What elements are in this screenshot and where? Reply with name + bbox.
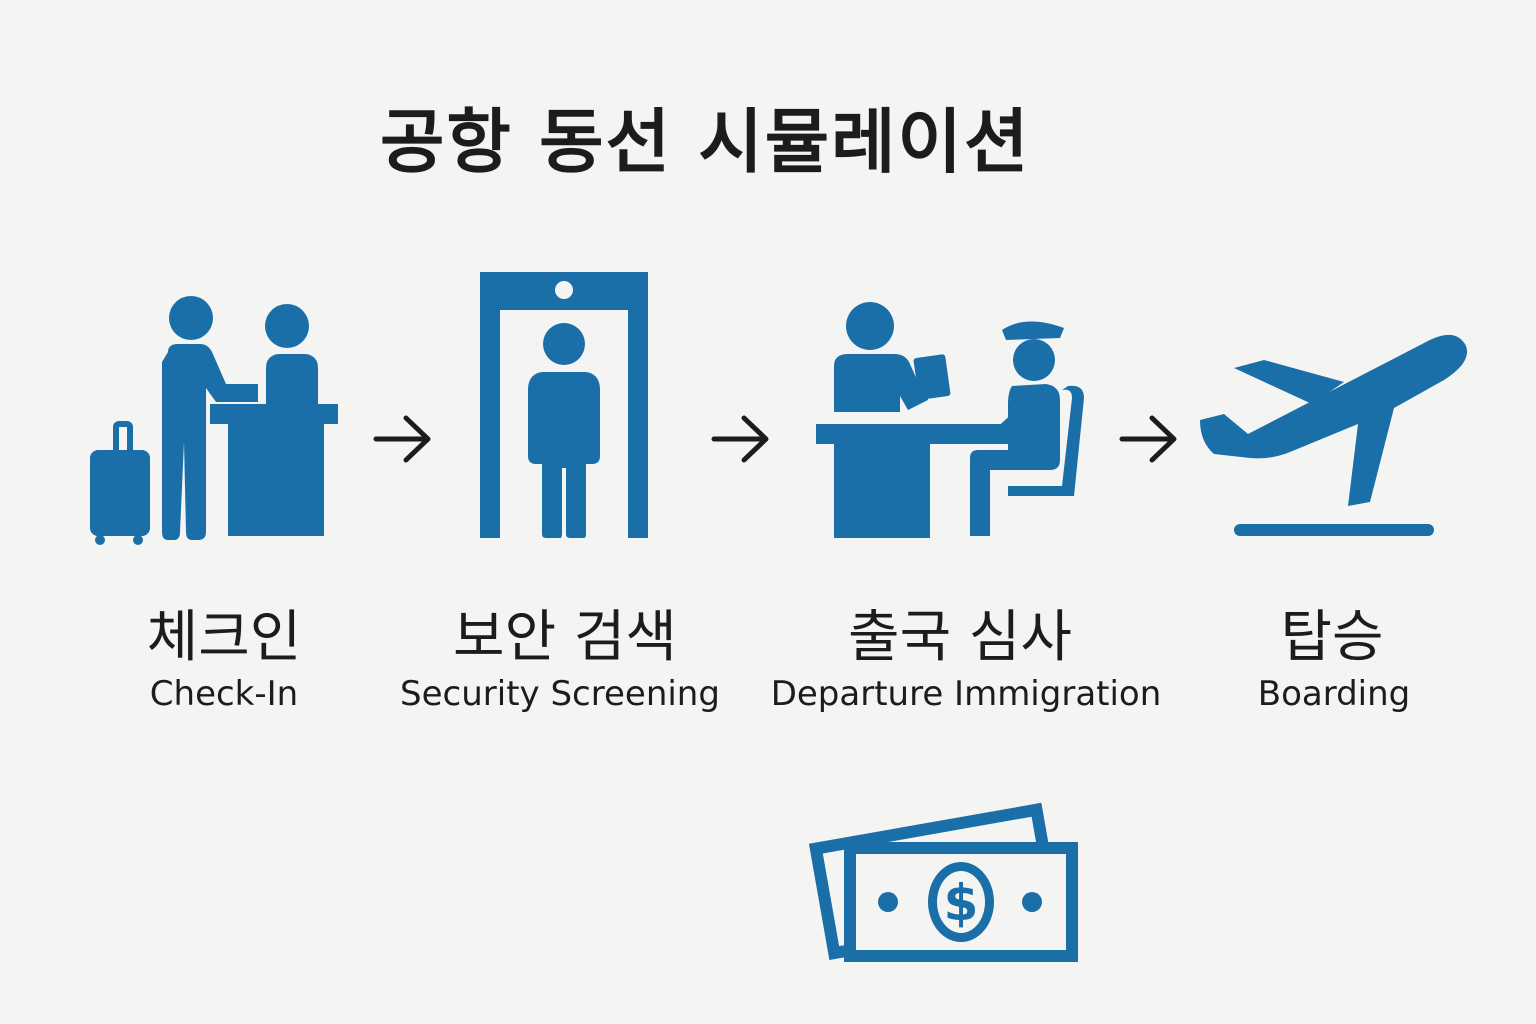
arrow-right-icon [710,412,774,470]
step-label-ko: 출국 심사 [848,605,1072,670]
page-title: 공항 동선 시뮬레이션 [380,101,1031,183]
step-label-en: Check-In [149,674,299,714]
check-in-counter-icon [88,292,348,547]
security-scanner-icon [476,268,652,540]
airplane-takeoff-icon [1194,322,1474,542]
arrow-right-icon [1118,412,1182,470]
money-bills-icon: $ [806,782,1082,970]
step-label-ko: 체크인 [146,605,302,670]
step-label-ko: 탑승 [1280,605,1384,670]
step-label-en: Departure Immigration [770,674,1162,714]
step-label-ko: 보안 검색 [453,605,677,670]
step-label-en: Boarding [1257,674,1411,714]
immigration-officer-icon [812,300,1092,545]
arrow-right-icon [372,412,436,470]
svg-text:$: $ [944,874,979,932]
step-label-en: Security Screening [400,674,720,714]
